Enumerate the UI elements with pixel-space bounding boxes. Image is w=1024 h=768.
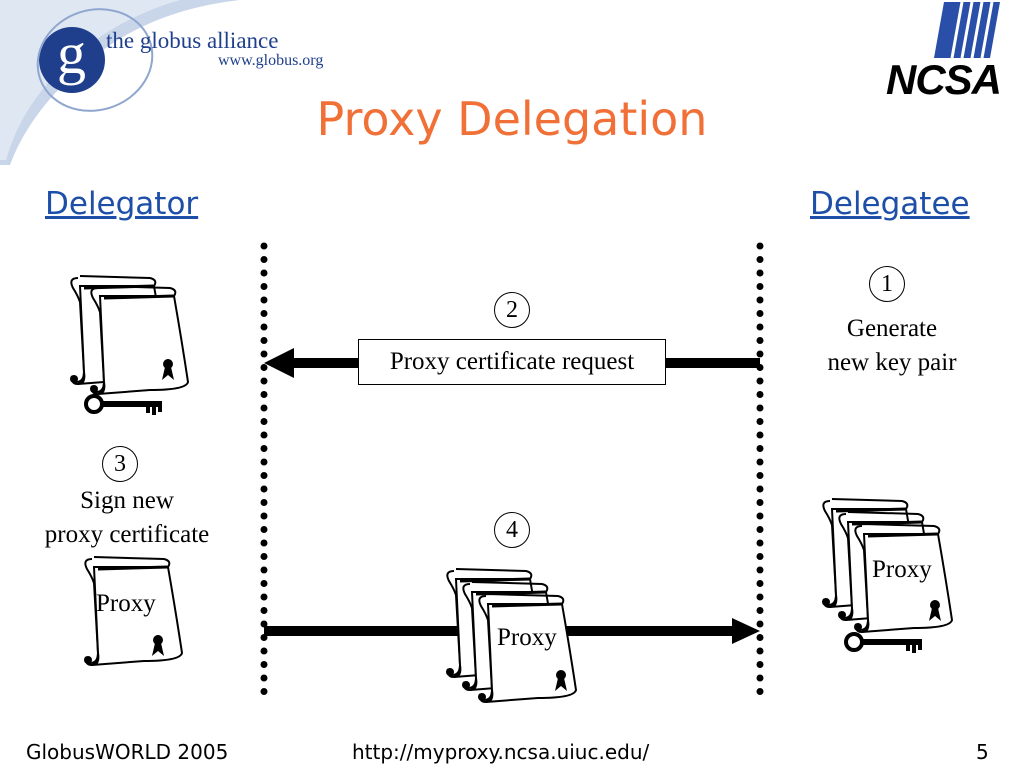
globus-logo-url: www.globus.org — [218, 52, 324, 69]
proxy-request-box: Proxy certificate request — [358, 339, 666, 385]
step-1-caption-line1: Generate — [846, 315, 938, 342]
step-2-badge: 2 — [494, 292, 530, 328]
key-icon — [844, 632, 924, 655]
delegatee-proxy-label: Proxy — [872, 556, 932, 583]
globus-logo-name: the globus alliance — [106, 28, 279, 53]
delegatee-link[interactable]: Delegatee — [810, 186, 970, 222]
step-3-caption-line2: proxy certificate — [44, 521, 210, 548]
delegator-proxy-label: Proxy — [96, 590, 156, 617]
step-3-caption-line1: Sign new — [80, 487, 174, 514]
step-4-badge: 4 — [494, 512, 530, 548]
delegator-link[interactable]: Delegator — [45, 186, 199, 222]
globus-logo-icon — [0, 0, 240, 165]
page-title: Proxy Delegation — [316, 92, 708, 146]
step-1-caption: Generate new key pair — [800, 312, 984, 380]
key-icon — [84, 394, 164, 417]
step-1-badge: 1 — [869, 266, 905, 302]
footer-page-number: 5 — [976, 740, 989, 764]
footer-url-link[interactable]: http://myproxy.ncsa.uiuc.edu/ — [352, 740, 650, 764]
ncsa-logo-text: NCSA — [886, 56, 1002, 103]
transfer-proxy-label: Proxy — [497, 624, 557, 651]
step-3-badge: 3 — [102, 446, 138, 482]
step-3-caption: Sign new proxy certificate — [24, 484, 230, 552]
globus-logo-letter: g — [57, 21, 86, 86]
ncsa-logo-icon — [934, 1, 1000, 59]
step-1-caption-line2: new key pair — [827, 349, 957, 376]
footer-event: GlobusWORLD 2005 — [26, 740, 229, 764]
